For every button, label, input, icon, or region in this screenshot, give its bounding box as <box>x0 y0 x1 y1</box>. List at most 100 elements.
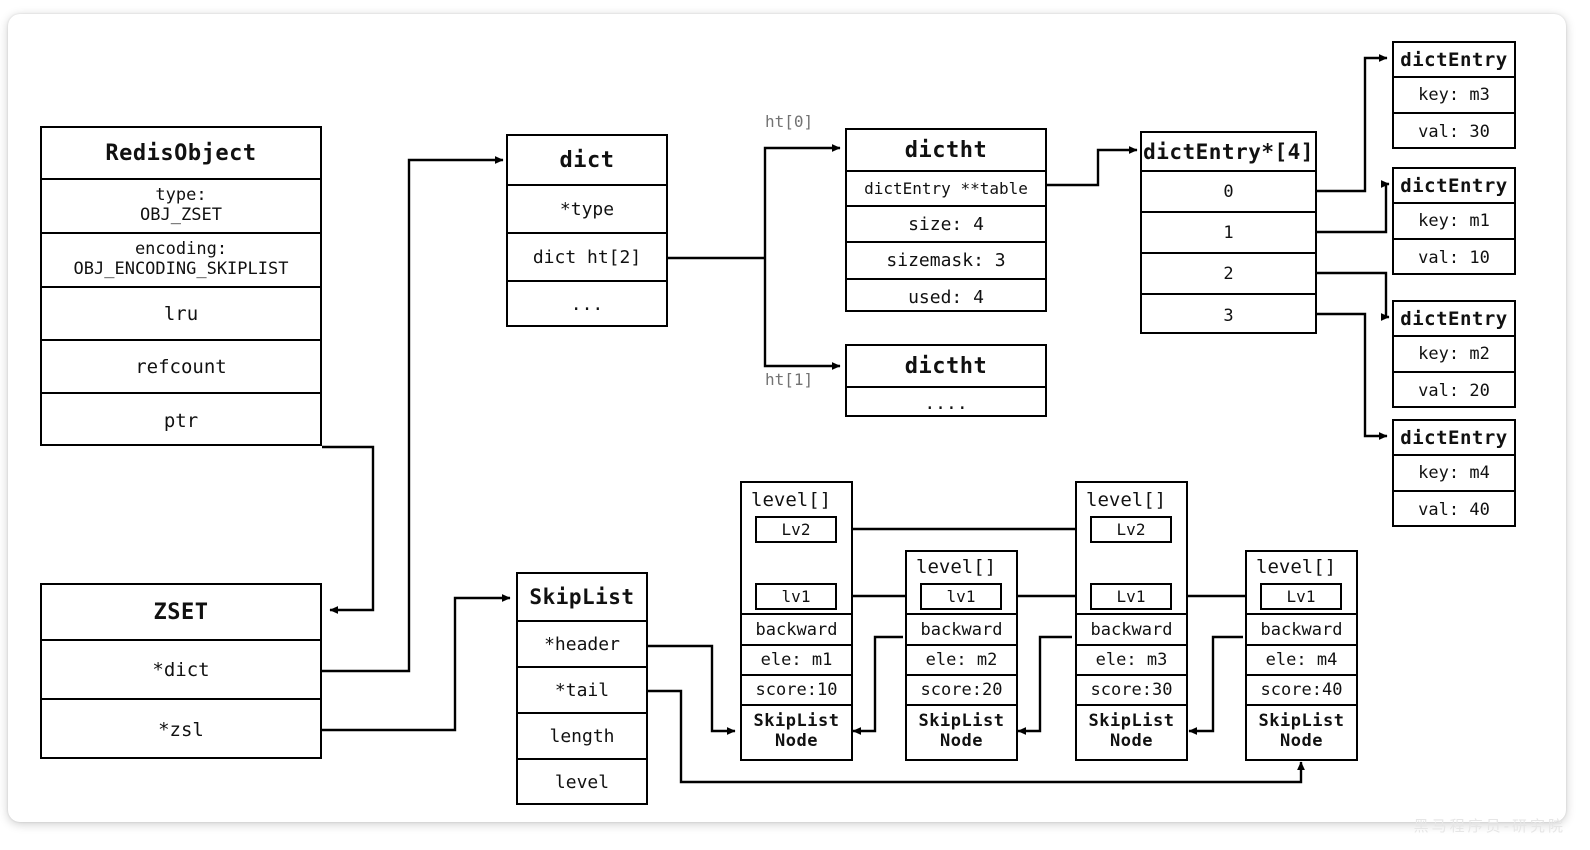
dict-entry-m2-val: val: 20 <box>1418 380 1490 401</box>
dict-box: dict *type dict ht[2] ... <box>506 134 668 327</box>
zset-box: ZSET *dict *zsl <box>40 583 322 759</box>
skiplist-box: SkipList *header *tail length level <box>516 572 648 805</box>
skiplist-node-m2-footer-line1: SkipList <box>918 711 1005 732</box>
zset-row-zsl: *zsl <box>158 718 204 741</box>
bucket-slot-0: 0 <box>1142 172 1315 213</box>
redis-object-row-encoding: encoding: OBJ_ENCODING_SKIPLIST <box>42 234 320 288</box>
wire-ht0 <box>763 144 841 258</box>
dict-entry-m3-val: val: 30 <box>1418 121 1490 142</box>
wire-node2-backward-to-node1 <box>852 635 903 735</box>
dict-entry-box-m1: dictEntry key: m1 val: 10 <box>1392 167 1516 275</box>
dict-entry-m2-title: dictEntry <box>1394 302 1514 337</box>
wire-zsetzsl-to-skiplist <box>322 594 511 732</box>
skiplist-title: SkipList <box>518 574 646 622</box>
skiplist-node-m3-backward: backward <box>1077 615 1186 646</box>
skiplist-node-m3-levels: level[] Lv2 Lv1 <box>1077 483 1186 615</box>
wire-zsetdict-to-dict <box>322 156 504 673</box>
skiplist-node-m2-backward: backward <box>907 615 1016 646</box>
skiplist-node-m3-score: score:30 <box>1077 676 1186 706</box>
skiplist-node-m1: level[] Lv2 lv1 backward ele: m1 score:1… <box>740 481 853 761</box>
wire-ht1 <box>763 258 841 370</box>
skiplist-node-m4-score: score:40 <box>1247 676 1356 706</box>
skiplist-node-m3-level-caption: level[] <box>1086 489 1167 511</box>
dictht-1-box: dictht .... <box>845 344 1047 417</box>
dict-entry-m4-val: val: 40 <box>1418 499 1490 520</box>
dict-entry-box-m3: dictEntry key: m3 val: 30 <box>1392 41 1516 149</box>
wire-table-to-buckets <box>1046 146 1138 187</box>
wire-ptr-to-zset <box>322 445 375 614</box>
skiplist-node-m4: level[] Lv1 backward ele: m4 score:40 Sk… <box>1245 550 1358 761</box>
bucket-slot-1: 1 <box>1142 213 1315 254</box>
redis-object-row-refcount: refcount <box>42 341 320 394</box>
dictht-0-box: dictht dictEntry **table size: 4 sizemas… <box>845 128 1047 312</box>
dictht-0-row-sizemask: sizemask: 3 <box>847 243 1045 280</box>
skiplist-row-length: length <box>518 714 646 760</box>
skiplist-row-header: *header <box>518 622 646 668</box>
dict-entry-box-m2: dictEntry key: m2 val: 20 <box>1392 300 1516 408</box>
zset-title: ZSET <box>42 585 320 641</box>
dict-entry-m1-val: val: 10 <box>1418 247 1490 268</box>
redis-object-type-value: OBJ_ZSET <box>140 205 222 225</box>
bucket-table-box: dictEntry*[4] 0 1 2 3 <box>1140 131 1317 334</box>
skiplist-node-m2-footer-line2: Node <box>940 731 983 751</box>
redis-object-row-lru: lru <box>42 288 320 341</box>
skiplist-node-m4-level-lv1: Lv1 <box>1260 583 1342 610</box>
bucket-slot-2: 2 <box>1142 254 1315 295</box>
wire-slot0-to-entry-m3 <box>1317 54 1388 193</box>
dictht-0-row-table: dictEntry **table <box>847 172 1045 207</box>
dictht-1-row-ellipsis: .... <box>924 393 968 414</box>
skiplist-node-m3-footer: SkipList Node <box>1077 706 1186 758</box>
redis-object-title: RedisObject <box>42 128 320 180</box>
wire-slot2-to-entry-m2 <box>1317 271 1390 321</box>
skiplist-node-m4-backward: backward <box>1247 615 1356 646</box>
skiplist-node-m1-level-lv1: lv1 <box>755 583 837 610</box>
dict-title: dict <box>508 136 666 186</box>
redis-object-box: RedisObject type: OBJ_ZSET encoding: OBJ… <box>40 126 322 446</box>
skiplist-node-m3-ele: ele: m3 <box>1077 646 1186 676</box>
skiplist-row-level: level <box>554 772 610 793</box>
skiplist-node-m1-levels: level[] Lv2 lv1 <box>742 483 851 615</box>
dict-entry-m4-key: key: m4 <box>1394 456 1514 492</box>
skiplist-node-m2: level[] lv1 backward ele: m2 score:20 Sk… <box>905 550 1018 761</box>
dict-row-ht: dict ht[2] <box>508 234 666 282</box>
skiplist-node-m4-levels: level[] Lv1 <box>1247 552 1356 615</box>
dict-entry-m4-title: dictEntry <box>1394 421 1514 456</box>
skiplist-node-m4-footer-line1: SkipList <box>1258 711 1345 732</box>
skiplist-node-m1-backward: backward <box>742 615 851 646</box>
wire-slot1-to-entry-m1 <box>1317 180 1390 234</box>
skiplist-node-m3-footer-line1: SkipList <box>1088 711 1175 732</box>
skiplist-node-m2-score: score:20 <box>907 676 1016 706</box>
skiplist-node-m1-level-caption: level[] <box>751 489 832 511</box>
skiplist-node-m2-ele: ele: m2 <box>907 646 1016 676</box>
redis-object-encoding-value: OBJ_ENCODING_SKIPLIST <box>73 259 289 279</box>
redis-object-encoding-label: encoding: <box>134 239 228 260</box>
skiplist-node-m2-level-lv1: lv1 <box>920 583 1002 610</box>
wire-node4-backward-to-node3 <box>1188 635 1243 735</box>
redis-object-type-label: type: <box>155 185 207 206</box>
skiplist-node-m1-score: score:10 <box>742 676 851 706</box>
dict-entry-m1-key: key: m1 <box>1394 204 1514 240</box>
skiplist-row-tail: *tail <box>518 668 646 714</box>
skiplist-node-m1-footer: SkipList Node <box>742 706 851 758</box>
dict-row-type: *type <box>508 186 666 234</box>
dict-row-ellipsis: ... <box>570 294 604 315</box>
skiplist-node-m2-levels: level[] lv1 <box>907 552 1016 615</box>
skiplist-node-m3-footer-line2: Node <box>1110 731 1153 751</box>
bucket-table-title: dictEntry*[4] <box>1142 133 1315 172</box>
wire-slot3-to-entry-m4 <box>1317 312 1388 440</box>
skiplist-node-m1-footer-line1: SkipList <box>753 711 840 732</box>
skiplist-node-m2-level-caption: level[] <box>916 556 997 578</box>
skiplist-node-m1-footer-line2: Node <box>775 731 818 751</box>
watermark: 黑马程序员-研究院 <box>1413 817 1566 835</box>
dictht-0-row-size: size: 4 <box>847 207 1045 243</box>
dictht-0-row-used: used: 4 <box>908 286 984 308</box>
skiplist-node-m3: level[] Lv2 Lv1 backward ele: m3 score:3… <box>1075 481 1188 761</box>
redis-object-row-ptr: ptr <box>163 409 199 432</box>
skiplist-node-m4-footer: SkipList Node <box>1247 706 1356 758</box>
skiplist-node-m4-level-caption: level[] <box>1256 556 1337 578</box>
bucket-slot-3: 3 <box>1223 305 1234 326</box>
skiplist-node-m3-level-lv1: Lv1 <box>1090 583 1172 610</box>
dict-entry-m3-key: key: m3 <box>1394 78 1514 114</box>
skiplist-node-m4-ele: ele: m4 <box>1247 646 1356 676</box>
